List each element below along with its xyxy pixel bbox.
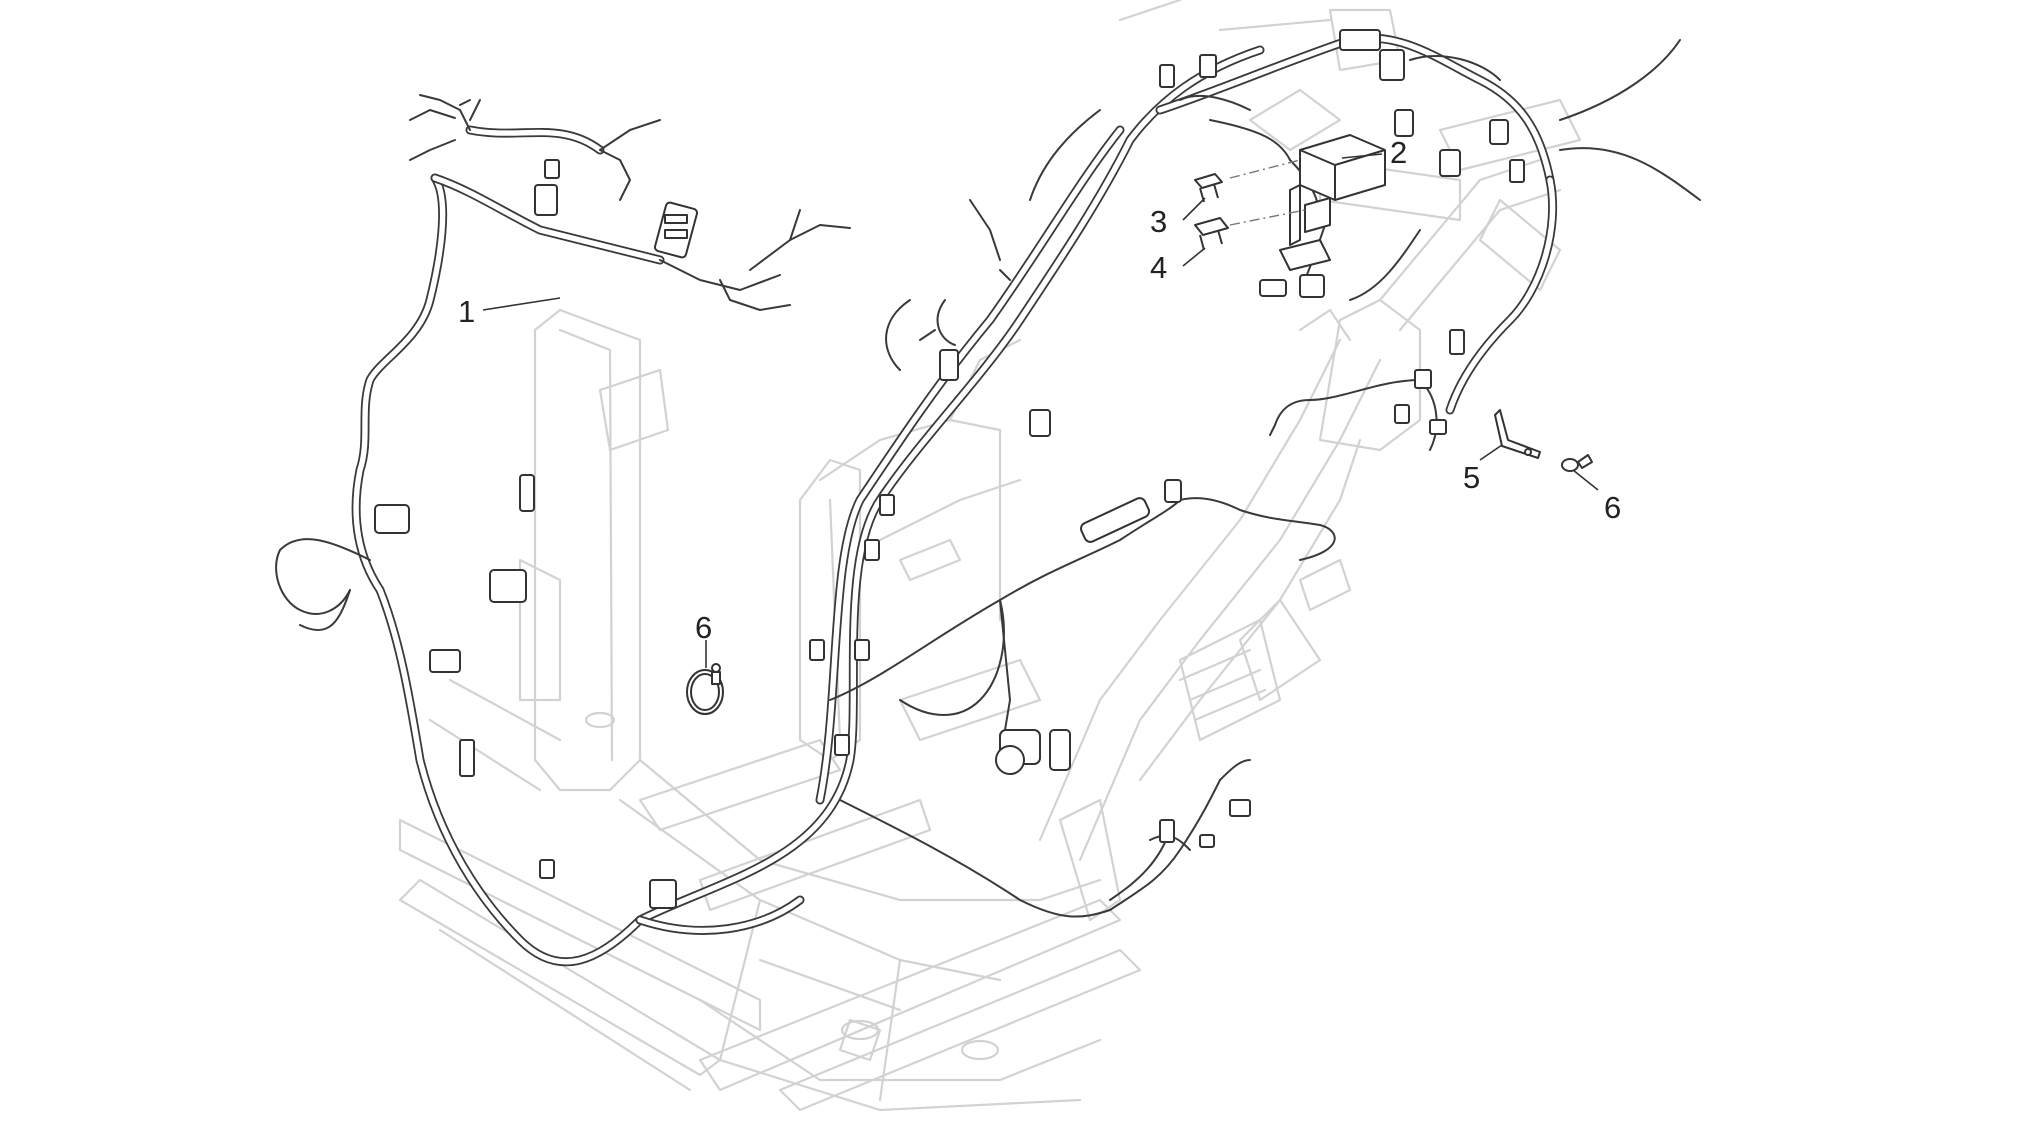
fuse-small bbox=[1194, 173, 1223, 203]
cable-tie-center bbox=[686, 663, 724, 715]
callout-2: 2 bbox=[1390, 135, 1407, 170]
callout-6-right: 6 bbox=[1604, 490, 1621, 525]
callout-5: 5 bbox=[1463, 460, 1480, 495]
callout-3: 3 bbox=[1150, 204, 1167, 239]
harness-connectors bbox=[374, 29, 1525, 909]
callout-labels: 1 2 3 4 5 6 6 bbox=[458, 135, 1621, 645]
cable-clip-right bbox=[1561, 454, 1593, 472]
fuse-box bbox=[1279, 134, 1386, 271]
callout-6-center: 6 bbox=[695, 610, 712, 645]
callout-leaders bbox=[482, 153, 1599, 668]
fuse-large bbox=[1194, 217, 1229, 251]
callout-1: 1 bbox=[458, 294, 475, 329]
callout-4: 4 bbox=[1150, 250, 1167, 285]
main-wiring-harness bbox=[275, 33, 1701, 967]
bracket bbox=[1494, 409, 1541, 459]
